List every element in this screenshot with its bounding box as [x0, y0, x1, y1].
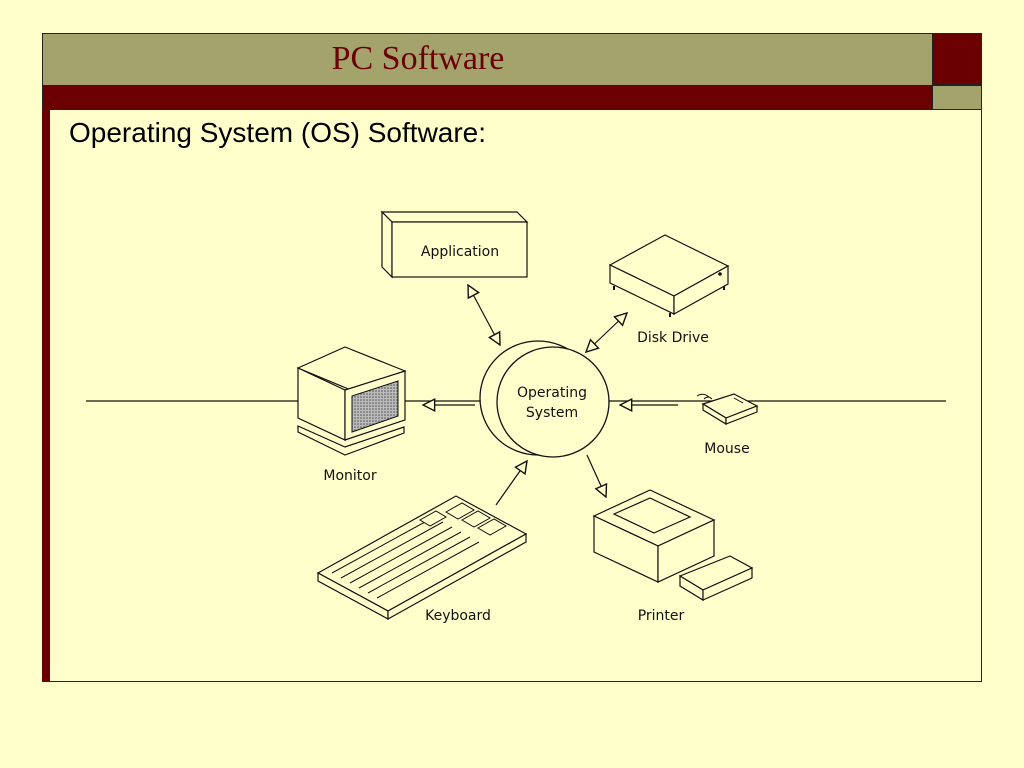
title-band: PC Software — [42, 33, 932, 85]
corner-block-top — [932, 33, 982, 85]
left-rail — [42, 110, 50, 682]
corner-block-bottom — [932, 85, 982, 110]
slide-title: PC Software — [331, 40, 505, 77]
accent-bar — [42, 85, 932, 110]
slide-subtitle: Operating System (OS) Software: — [69, 117, 487, 148]
